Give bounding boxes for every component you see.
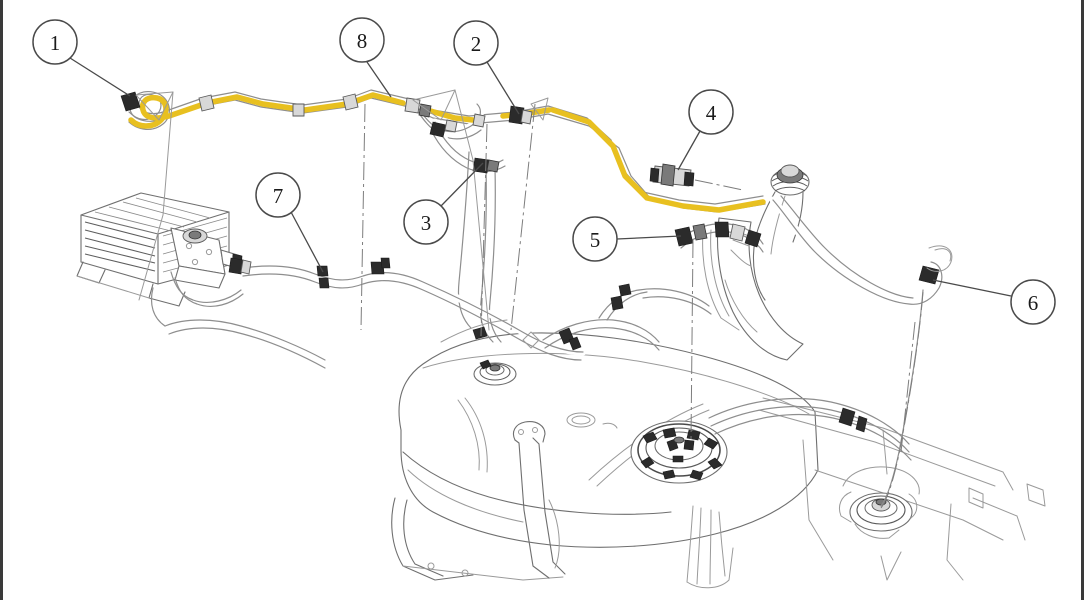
leader-8 <box>366 61 392 98</box>
callout-4[interactable]: 4 <box>688 89 734 135</box>
leader-3 <box>440 162 484 207</box>
evaporative-emission-canister <box>76 192 244 307</box>
callout-7-circle[interactable] <box>255 172 301 218</box>
leader-6 <box>932 279 1012 297</box>
callout-8-circle[interactable] <box>339 17 385 63</box>
lower-left-line-run <box>164 262 587 369</box>
callout-1-circle[interactable] <box>32 19 78 65</box>
callout-6-circle[interactable] <box>1010 279 1056 325</box>
tank-connector-cluster <box>440 283 712 351</box>
callout-layer: 1 8 2 4 3 7 5 6 <box>32 17 1056 325</box>
callout-3-circle[interactable] <box>403 199 449 245</box>
callout-5-circle[interactable] <box>572 216 618 262</box>
callout-6-label: 6 <box>1028 291 1039 315</box>
callout-1[interactable]: 1 <box>32 19 78 65</box>
callout-2-label: 2 <box>471 32 482 56</box>
callout-5-label: 5 <box>590 228 601 252</box>
callout-8-label: 8 <box>357 29 368 53</box>
callout-3-label: 3 <box>421 211 432 235</box>
callouts <box>69 57 1012 297</box>
fuel-tank-vent-valve <box>674 221 764 441</box>
leader-1 <box>69 57 131 97</box>
fuel-tank <box>391 332 1046 589</box>
canister-hoses <box>150 271 244 327</box>
callout-6[interactable]: 6 <box>1010 279 1056 325</box>
callout-3[interactable]: 3 <box>403 199 449 245</box>
callout-4-circle[interactable] <box>688 89 734 135</box>
leader-5 <box>616 235 682 240</box>
leader-4 <box>677 130 701 171</box>
vapor-canister-purge-valve <box>649 163 744 191</box>
callout-5[interactable]: 5 <box>572 216 618 262</box>
fuel-system-diagram: 1 8 2 4 3 7 5 6 <box>32 17 1056 589</box>
upper-run-fittings <box>120 91 533 174</box>
callout-8[interactable]: 8 <box>339 17 385 63</box>
fuel-filler-neck-assembly <box>702 164 810 361</box>
rear-access-port <box>838 466 920 539</box>
callout-2-circle[interactable] <box>453 20 499 66</box>
callout-2[interactable]: 2 <box>453 20 499 66</box>
tank-top-lines <box>708 397 912 461</box>
callout-4-label: 4 <box>706 101 717 125</box>
centerlines <box>360 103 916 453</box>
callout-7[interactable]: 7 <box>255 172 301 218</box>
leader-2 <box>486 61 520 115</box>
leader-7 <box>290 211 324 273</box>
fuel-pump-sender-module <box>630 420 728 484</box>
assembly-guides <box>135 89 549 331</box>
rear-line-run <box>769 195 946 509</box>
callout-7-label: 7 <box>273 184 284 208</box>
line-clips <box>228 245 953 289</box>
callout-1-label: 1 <box>50 31 61 55</box>
tank-vent-port <box>473 359 517 386</box>
